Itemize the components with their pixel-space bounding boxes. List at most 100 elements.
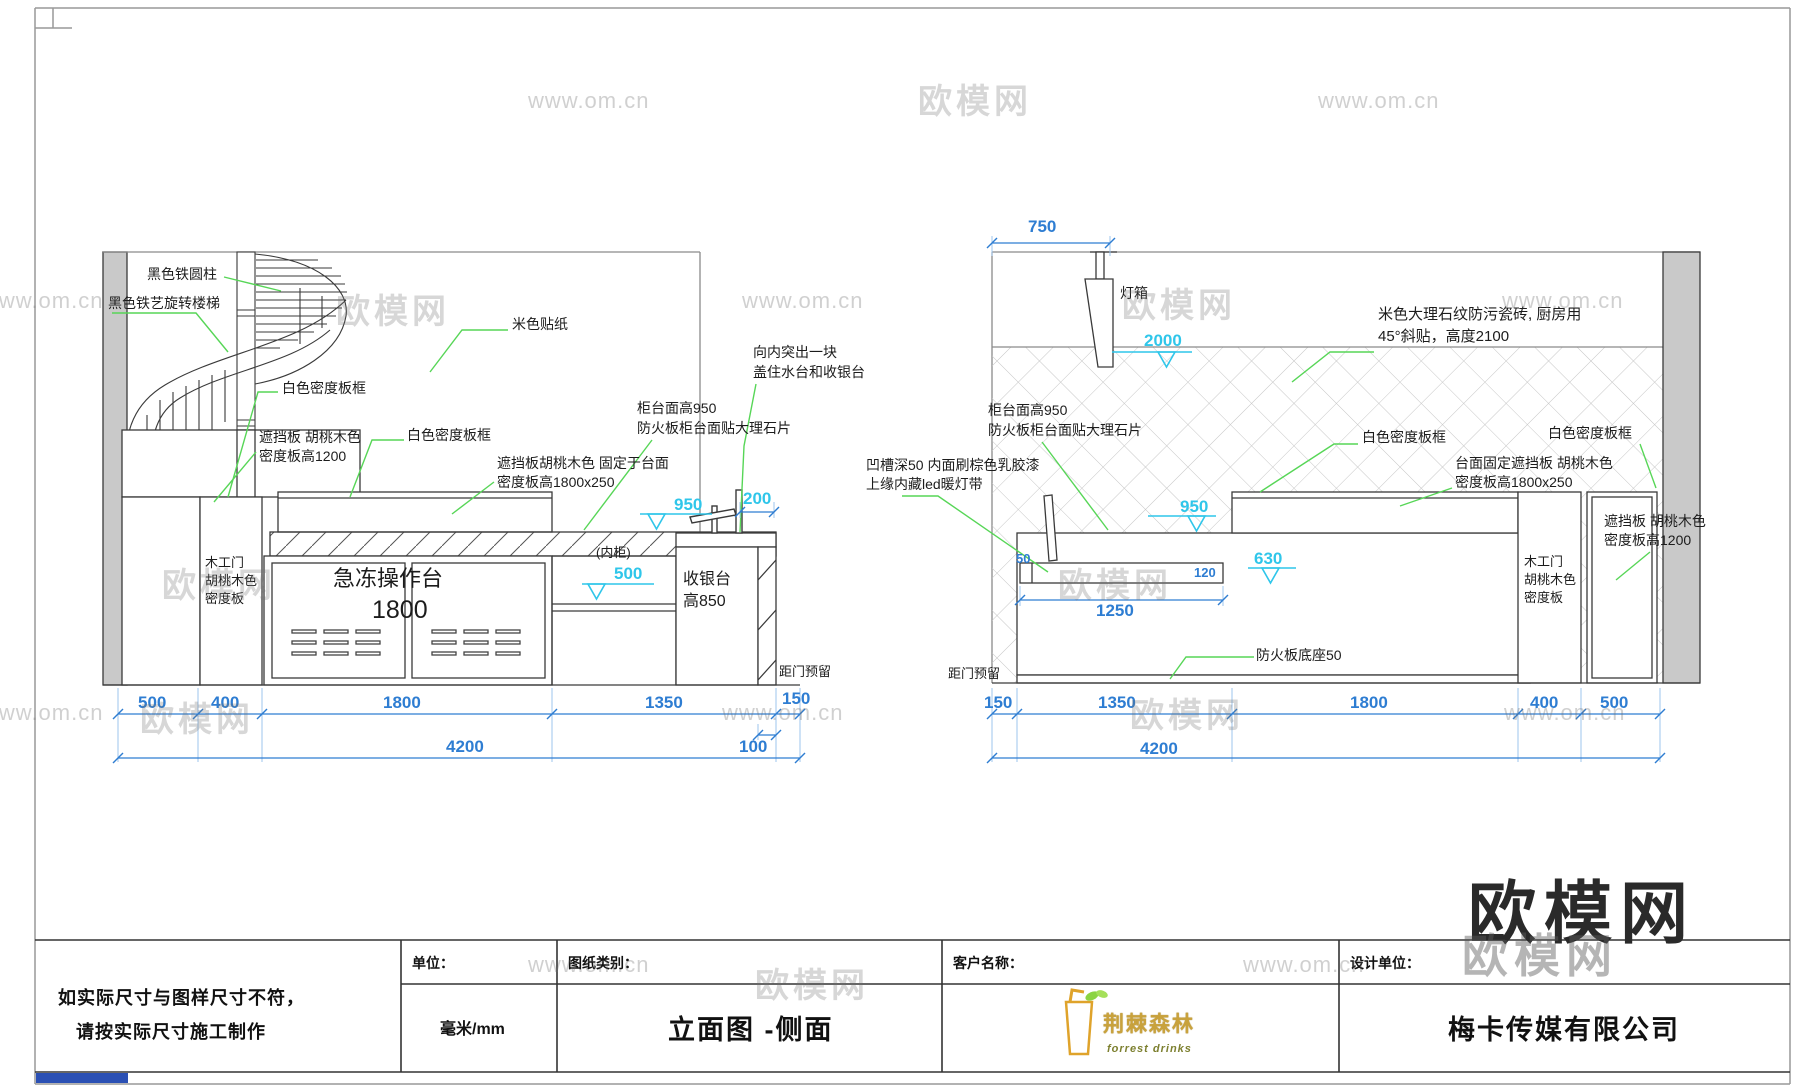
label-wood-door-line3: 密度板 [205, 591, 245, 606]
freezer-door-left [271, 562, 406, 679]
label-fixed-baffle-r2: 密度板高1800x250 [1455, 474, 1573, 490]
annotation-leaders [112, 276, 1657, 680]
level-triangle [1156, 351, 1177, 369]
label-baffle1200-r1: 遮挡板 胡桃木色 [1604, 513, 1706, 529]
level-left-500: 500 [614, 564, 643, 583]
label-counter-height-line2: 防火板柜台面贴大理石片 [637, 420, 791, 436]
label-lightbox: 灯箱 [1120, 285, 1148, 301]
label-wood-door-r3: 密度板 [1524, 590, 1564, 605]
dim-groove-50: 50 [1016, 551, 1031, 566]
level-triangle [1186, 515, 1207, 533]
label-baffle1200-line2: 密度板高1200 [259, 448, 347, 464]
watermark-brand: 欧模网 [918, 83, 1032, 121]
watermark-site: www.om.cn [1243, 952, 1365, 977]
watermark-site: www.om.cn [742, 288, 864, 313]
freezer-counter-size: 1800 [372, 596, 428, 624]
label-tile-line1: 米色大理石纹防污瓷砖, 厨房用 [1378, 306, 1582, 323]
watermark-brand: 欧模网 [140, 701, 254, 739]
label-iron-column: 黑色铁圆柱 [147, 266, 217, 282]
left-niche-panel [121, 496, 201, 686]
right-baffle-1200-panel [1586, 491, 1658, 684]
label-inner-cabinet: (内柜) [596, 545, 631, 560]
label-white-frame-r2: 白色密度板框 [1548, 425, 1632, 441]
level-left-200: 200 [743, 489, 772, 508]
unit-label: 单位： [412, 955, 454, 971]
watermark-site: www.om.cn [528, 952, 650, 977]
right-rear-baffle-1800x250 [1231, 491, 1519, 534]
freezer-counter-name: 急冻操作台 [333, 566, 444, 591]
type-label: 图纸类别： [568, 955, 638, 971]
watermark-brand: 欧模网 [336, 293, 450, 331]
dimension-tick [752, 729, 764, 741]
watermark-site: www.om.cn [1318, 88, 1440, 113]
dimension-tick [770, 708, 782, 720]
label-groove-line1: 凹槽深50 内面刷棕色乳胶漆 [866, 457, 1040, 473]
dim-right-750: 750 [1028, 217, 1057, 236]
label-white-frame-r1: 白色密度板框 [1362, 429, 1446, 445]
label-counter-height-r1: 柜台面高950 [988, 402, 1068, 418]
right-wall-column [1662, 251, 1701, 684]
lightbox-shape [1084, 251, 1117, 368]
label-fixed-baffle-r1: 台面固定遮挡板 胡桃木色 [1455, 455, 1613, 471]
level-left-950: 950 [674, 495, 703, 514]
dim-right-total: 4200 [1140, 739, 1178, 758]
label-fixed-baffle-line2: 密度板高1800x250 [497, 474, 615, 490]
freezer-vent-slats [291, 629, 521, 656]
label-tile-line2: 45°斜贴，高度2100 [1378, 328, 1510, 345]
dimension-tick [986, 708, 998, 720]
dimension-tick [768, 506, 780, 518]
dimension-tick [112, 708, 124, 720]
level-right-2000: 2000 [1144, 331, 1182, 350]
label-wood-door-r2: 胡桃木色 [1524, 572, 1577, 587]
dimension-tick [1011, 708, 1023, 720]
label-groove-line2: 上缘内藏led暖灯带 [866, 476, 983, 492]
label-baffle1200-line1: 遮挡板 胡桃木色 [259, 429, 361, 445]
dimension-tick [192, 708, 204, 720]
dim-groove-120: 120 [1194, 565, 1216, 580]
dimension-tick [1512, 708, 1524, 720]
client-logo-text-cn: 荆棘森林 [1103, 1013, 1195, 1036]
label-counter-height-line1: 柜台面高950 [637, 400, 717, 416]
label-base: 防火板底座50 [1256, 647, 1342, 663]
dim-right-400: 400 [1530, 693, 1559, 712]
dim-left-150: 150 [782, 689, 811, 708]
dim-left-400: 400 [211, 693, 240, 712]
site-brand-logo: 欧模网 [1468, 876, 1697, 952]
warning-line2: 请按实际尺寸施工制作 [76, 1022, 266, 1042]
label-fixed-baffle-line1: 遮挡板胡桃木色 固定于台面 [497, 455, 669, 471]
unit-value: 毫米/mm [440, 1021, 505, 1038]
led-groove [1019, 562, 1224, 584]
designer-label: 设计单位： [1350, 955, 1420, 971]
dimension-tick [734, 506, 746, 518]
dimension-tick [1217, 594, 1229, 606]
led-board [1043, 494, 1058, 562]
dimension-tick [1104, 237, 1116, 249]
dim-right-1250: 1250 [1096, 601, 1134, 620]
level-right-950: 950 [1180, 497, 1209, 516]
dimension-tick [112, 752, 124, 764]
title-block-lines [35, 939, 1790, 1073]
label-spiral-stair: 黑色铁艺旋转楼梯 [108, 295, 220, 311]
client-logo-text-en: forrest drinks [1107, 1043, 1192, 1055]
watermark-brand-titleblock: 欧模网 [1462, 930, 1618, 982]
dimension-tick [1654, 752, 1666, 764]
left-elevation [102, 251, 800, 686]
level-triangle [586, 583, 607, 601]
watermark-brand: 欧模网 [1130, 697, 1244, 735]
client-logo-cup-icon [1064, 988, 1108, 1056]
watermark-brand: 欧模网 [162, 567, 276, 605]
type-value: 立面图 -侧面 [668, 1015, 834, 1045]
dimension-tick [986, 752, 998, 764]
watermark-brand: 欧模网 [1122, 287, 1236, 325]
cashier-side-panel [757, 546, 777, 686]
label-cashier-line1: 收银台 [683, 571, 732, 588]
label-counter-height-r2: 防火板柜台面贴大理石片 [988, 422, 1142, 438]
label-wood-door-line2: 胡桃木色 [205, 573, 258, 588]
label-white-frame-1: 白色密度板框 [282, 380, 366, 396]
label-cashier-line2: 高850 [683, 593, 726, 610]
dimension-tick [770, 729, 782, 741]
dimension-tick [256, 708, 268, 720]
dimension-tick [986, 237, 998, 249]
label-baffle1200-r2: 密度板高1200 [1604, 532, 1692, 548]
dim-right-500: 500 [1600, 693, 1629, 712]
